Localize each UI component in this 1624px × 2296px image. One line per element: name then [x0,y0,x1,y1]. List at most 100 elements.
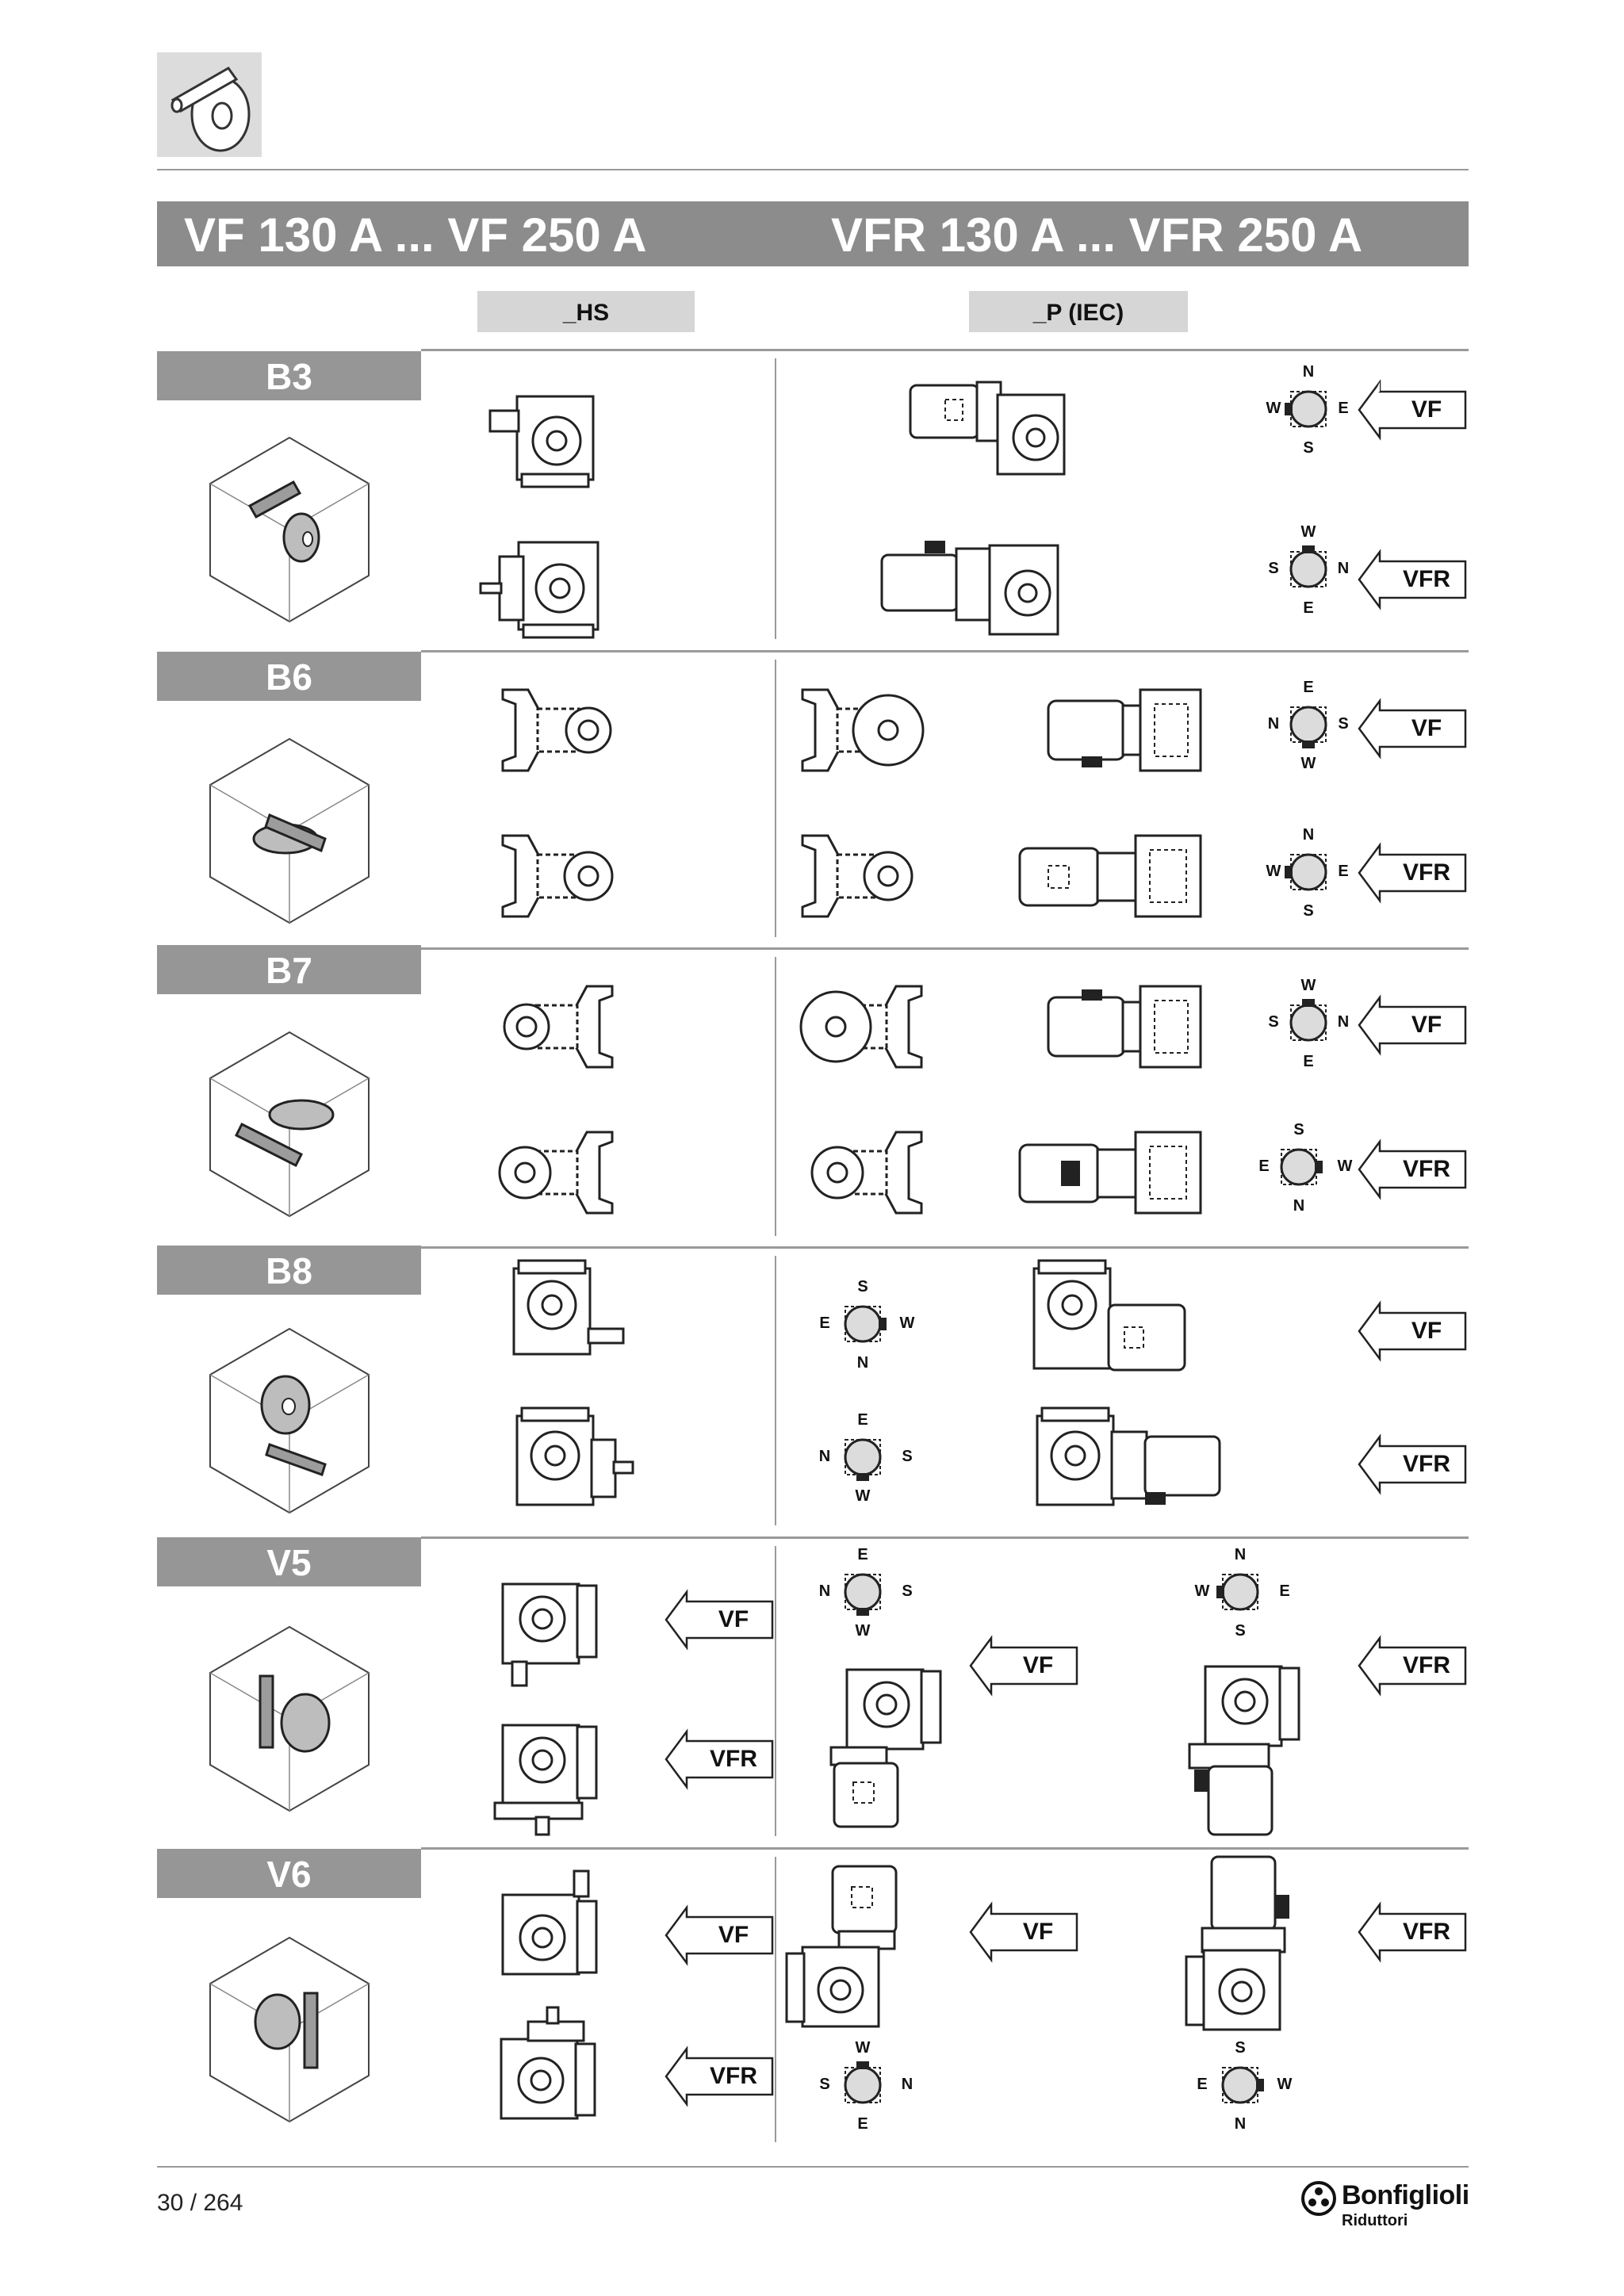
gearbox-drawing-hs [498,1868,601,1983]
gearbox-flange-drawing [799,687,926,778]
mounting-cube-icon-v5 [206,1624,373,1818]
compass-diagram: W E S N [1253,523,1364,629]
mounting-cube-icon-v6 [206,1934,373,2129]
compass-label-north: N [1302,826,1315,844]
compass-diagram: S N E W [807,1278,918,1384]
vf-tag: VF [1358,698,1469,760]
compass-label-north: N [901,2076,914,2093]
compass-label-north: N [856,1354,869,1372]
page-number: 30 / 264 [157,2190,243,2216]
compass-label-east: E [1303,679,1314,696]
column-divider [775,358,776,639]
brand-logo: Bonfiglioli Riduttori [1300,2180,1475,2236]
compass-label-north: N [1267,715,1280,733]
compass-label-south: S [1235,1622,1246,1640]
gearbox-motor-drawing-vfr [879,536,1061,651]
section-rule [421,1536,1469,1539]
compass-diagram: W E S N [807,2039,918,2145]
vfr-tag: VFR [1358,1635,1469,1697]
compass-diagram: N S W E [1185,1546,1296,1652]
section-rule [421,947,1469,950]
section-label-v6: V6 [157,1849,421,1898]
gearbox-motor-drawing-vfr [1034,1405,1224,1520]
footer-rule [157,2166,1469,2168]
compass-label-west: W [1277,2076,1293,2093]
vfr-tag: VFR [1358,842,1469,904]
vf-tag: VF [1358,379,1469,441]
section-rule [421,1847,1469,1850]
compass-label-south: S [1293,1121,1304,1138]
column-divider [775,957,776,1236]
section-rule [421,349,1469,351]
compass-label-south: S [1268,1013,1279,1031]
motor-top-view-drawing-vfr [1017,832,1204,924]
vfr-tag: VFR [1358,1433,1469,1495]
brand-subtitle: Riduttori [1342,2212,1408,2229]
vf-tag: VF [1358,994,1469,1056]
mounting-cube-icon-b8 [206,1326,373,1520]
column-divider [775,1857,776,2142]
brand-mark-icon [1301,2181,1336,2216]
gearbox-drawing-hs-vfr [476,533,611,648]
compass-label-south: S [902,1448,913,1465]
column-header-p-iec: _P (IEC) [969,291,1188,332]
compass-label-south: S [857,1278,868,1295]
compass-diagram: S N E W [1243,1121,1354,1227]
compass-label-west: W [855,1622,871,1640]
compass-label-south: S [1268,560,1279,577]
brand-name: Bonfiglioli [1342,2180,1469,2210]
gearbox-motor-drawing [1031,1257,1189,1380]
motor-top-view-drawing-vfr [1017,1129,1204,1220]
gearbox-motor-drawing-vfr [1185,1662,1304,1843]
mounting-cube-icon-b6 [206,736,373,930]
compass-label-south: S [1303,902,1314,920]
compass-label-east: E [1338,863,1349,880]
compass-label-south: S [902,1582,913,1600]
compass-label-west: W [1266,863,1281,880]
section-label-b3: B3 [157,351,421,400]
gearbox-motor-drawing-vfr [1182,1854,1300,2045]
gearbox-drawing-hs-vfr [492,1129,615,1220]
compass-label-north: N [1293,1197,1305,1215]
gearbox-drawing-hs [500,687,619,778]
compass-label-west: W [899,1314,915,1332]
vf-tag: VF [969,1635,1080,1697]
compass-label-west: W [1300,977,1316,994]
column-divider [775,660,776,937]
compass-label-east: E [819,1314,830,1332]
compass-label-east: E [857,1411,868,1429]
compass-label-west: W [1194,1582,1210,1600]
gearbox-drawing-hs-vfr [496,2004,607,2127]
motor-top-view-drawing [1045,983,1204,1074]
vfr-tag: VFR [1358,1901,1469,1963]
compass-label-west: W [1300,523,1316,541]
header-gearbox-icon [157,52,262,157]
column-header-hs: _HS [477,291,695,332]
compass-label-east: E [857,2115,868,2133]
compass-label-north: N [1234,2115,1247,2133]
gearbox-motor-drawing [826,1665,945,1835]
compass-label-north: N [1302,363,1315,381]
compass-label-west: W [1300,755,1316,772]
vf-tag: VF [665,1904,776,1966]
gearbox-drawing-hs [496,983,615,1074]
compass-label-east: E [1338,400,1349,417]
gearbox-drawing-hs [482,388,601,496]
compass-label-west: W [855,2039,871,2057]
gearbox-drawing-hs-vfr [492,1719,603,1842]
compass-label-north: N [818,1448,831,1465]
compass-label-south: S [819,2076,830,2093]
section-label-b8: B8 [157,1246,421,1295]
gearbox-flange-drawing-vfr [806,1129,925,1220]
title-vfr: VFR 130 A ... VFR 250 A [831,209,1363,262]
column-divider [775,1256,776,1525]
mounting-cube-icon-b3 [206,434,373,629]
section-rule [421,1246,1469,1249]
vfr-tag: VFR [1358,1138,1469,1200]
gearbox-drawing-hs [511,1257,626,1364]
compass-label-north: N [1337,1013,1350,1031]
motor-top-view-drawing [1045,687,1204,778]
compass-label-south: S [1338,715,1349,733]
header-rule [157,169,1469,170]
title-vf: VF 130 A ... VF 250 A [184,209,647,262]
